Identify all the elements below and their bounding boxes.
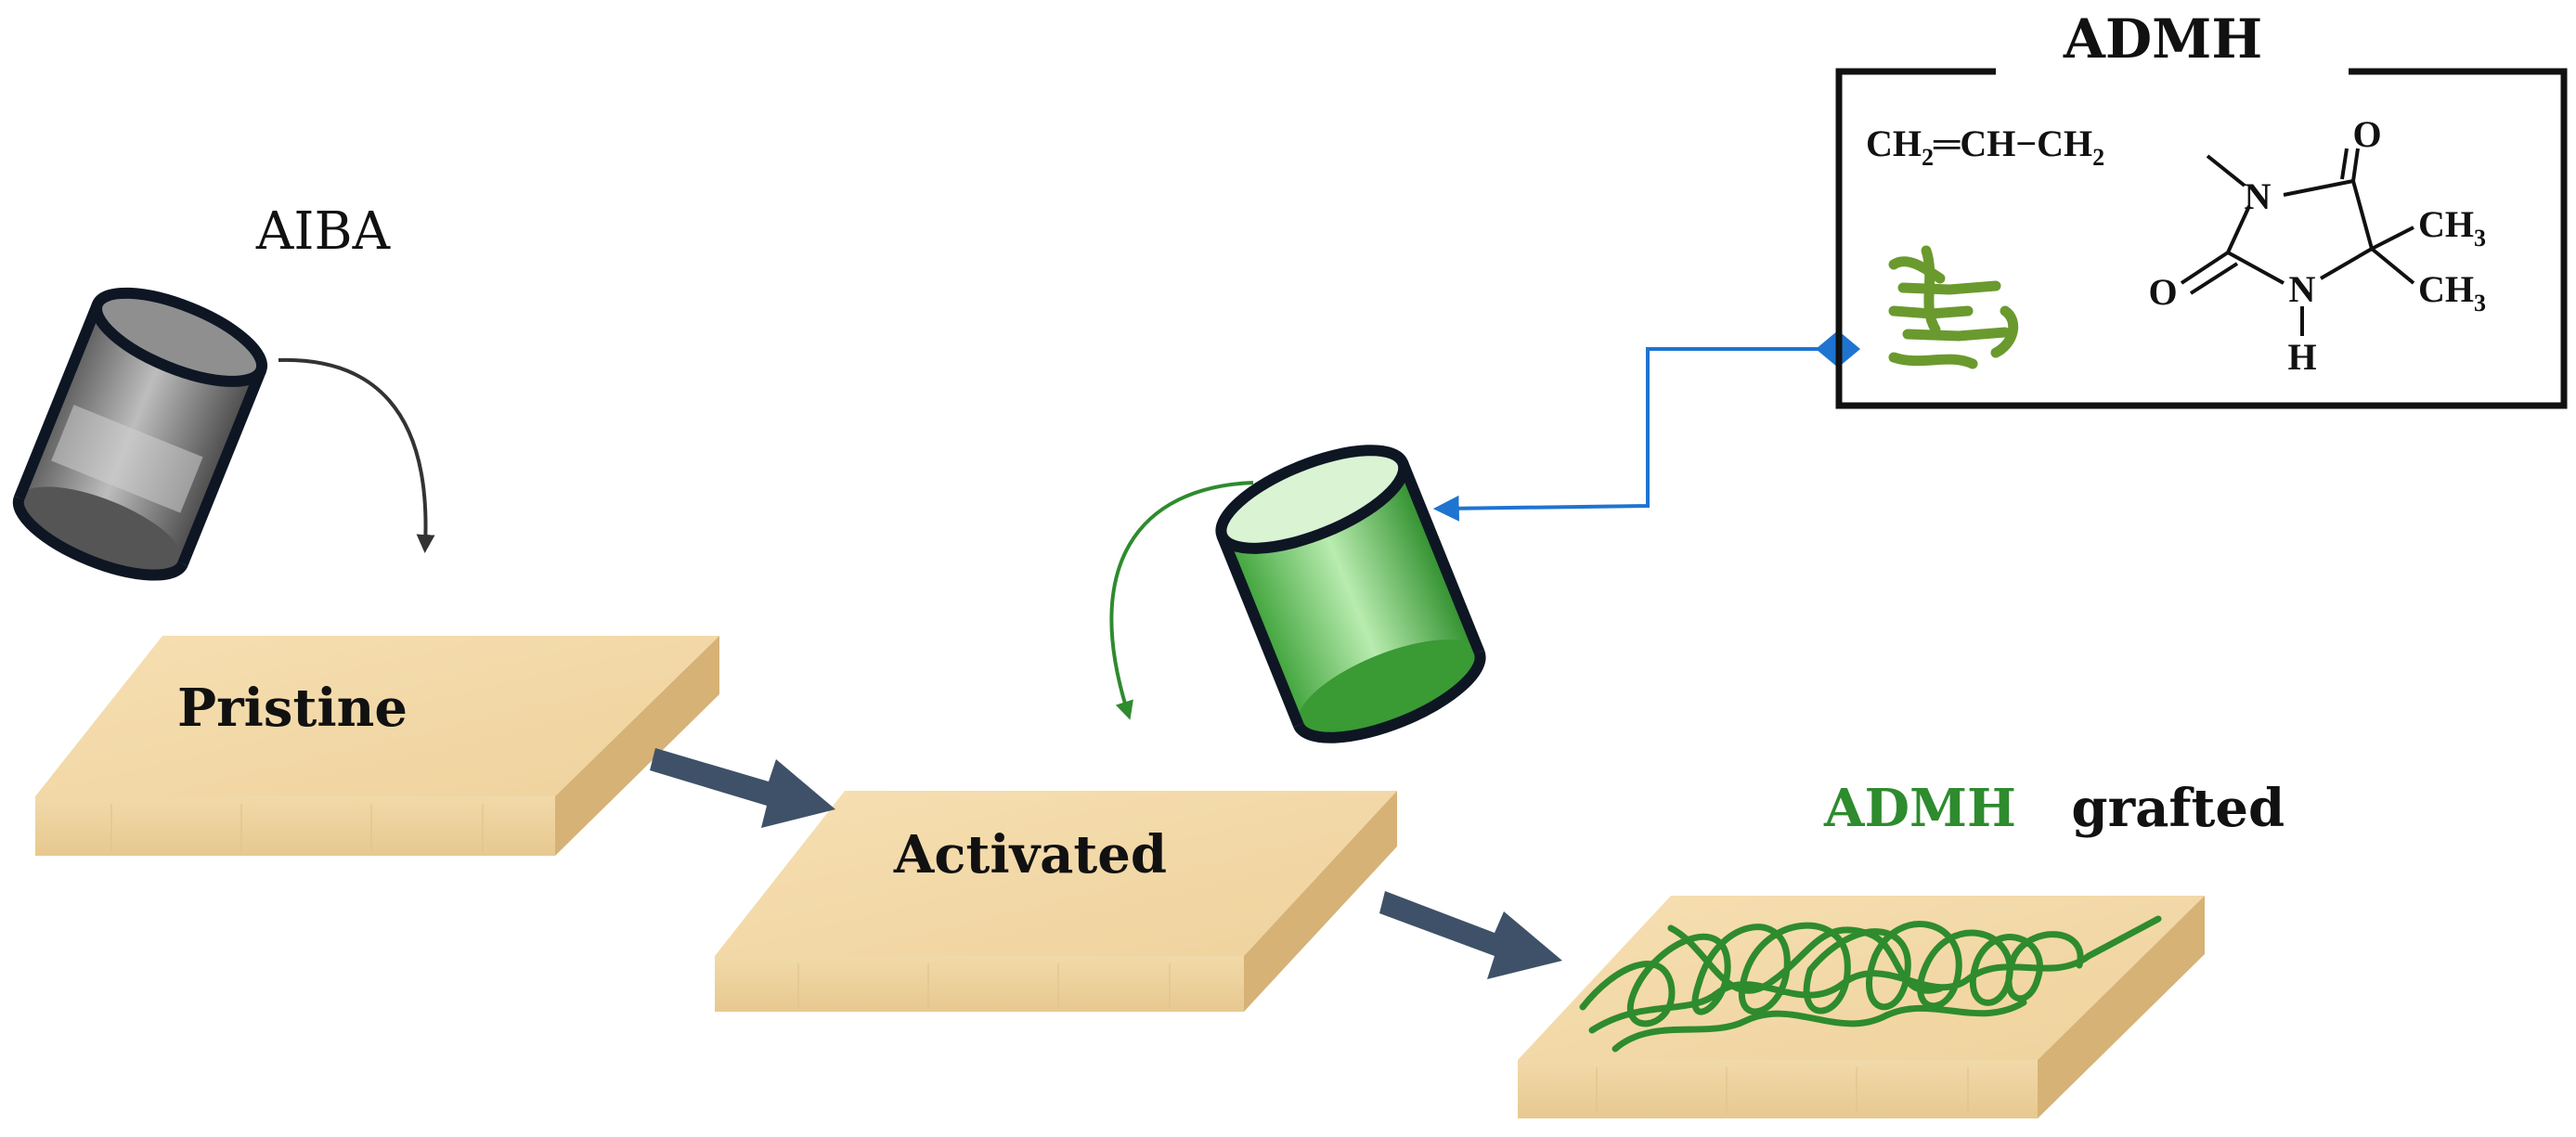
activated-slab-front <box>715 956 1244 1012</box>
pristine-slab-side <box>555 636 719 856</box>
ring-h: H <box>2287 336 2316 378</box>
hydantoin-bonds <box>2180 148 2415 336</box>
allyl-chain: CH2═CH−CH2 <box>1866 123 2104 171</box>
polymer-coil-icon <box>1888 245 2019 369</box>
grafted-label-monomer: ADMH <box>1823 778 2016 839</box>
grafted-label-suffix: grafted <box>2071 778 2285 839</box>
grafted-polymer-tangle <box>1579 915 2162 1053</box>
carbonyl-o-top: O <box>2352 113 2381 155</box>
activated-slab-top <box>715 791 1397 956</box>
process-arrow-1 <box>650 748 835 828</box>
monomer-feed-line <box>1432 347 1833 522</box>
grafted-label: ADMH grafted <box>1823 778 2285 839</box>
methyl-group-1: CH3 <box>2418 203 2486 252</box>
admh-container-icon <box>1215 445 1486 743</box>
grafted-slab <box>1518 896 2205 1118</box>
pristine-wood-grain <box>110 804 484 852</box>
activated-label: Activated <box>893 824 1167 885</box>
pristine-slab-front <box>35 796 555 856</box>
methyl-group-2: CH3 <box>2418 268 2486 317</box>
activated-slab: Activated <box>715 791 1397 1012</box>
pristine-label: Pristine <box>177 678 408 739</box>
pristine-slab-top <box>35 636 719 796</box>
activated-wood-grain <box>797 963 1171 1008</box>
pristine-slab: Pristine <box>35 636 719 856</box>
structure-box-title: ADMH <box>2063 7 2262 71</box>
ring-n2: N <box>2289 268 2316 310</box>
ring-n1: N <box>2245 175 2272 217</box>
aiba-dosing-arrow <box>278 357 435 553</box>
admh-dosing-arrow <box>1109 481 1254 720</box>
activated-slab-side <box>1244 791 1397 1012</box>
carbonyl-o-left: O <box>2148 271 2177 313</box>
grafted-slab-side <box>2038 896 2205 1118</box>
admh-structure-box: ADMH CH2═CH−CH2 N N H O O CH3 <box>1835 7 2568 409</box>
grafted-wood-grain <box>1596 1067 1969 1114</box>
aiba-label: AIBA <box>255 201 391 262</box>
process-arrow-2 <box>1379 891 1562 979</box>
grafted-slab-front <box>1518 1060 2038 1118</box>
aiba-container-icon <box>12 287 268 581</box>
structure-box-frame <box>1835 68 2568 409</box>
